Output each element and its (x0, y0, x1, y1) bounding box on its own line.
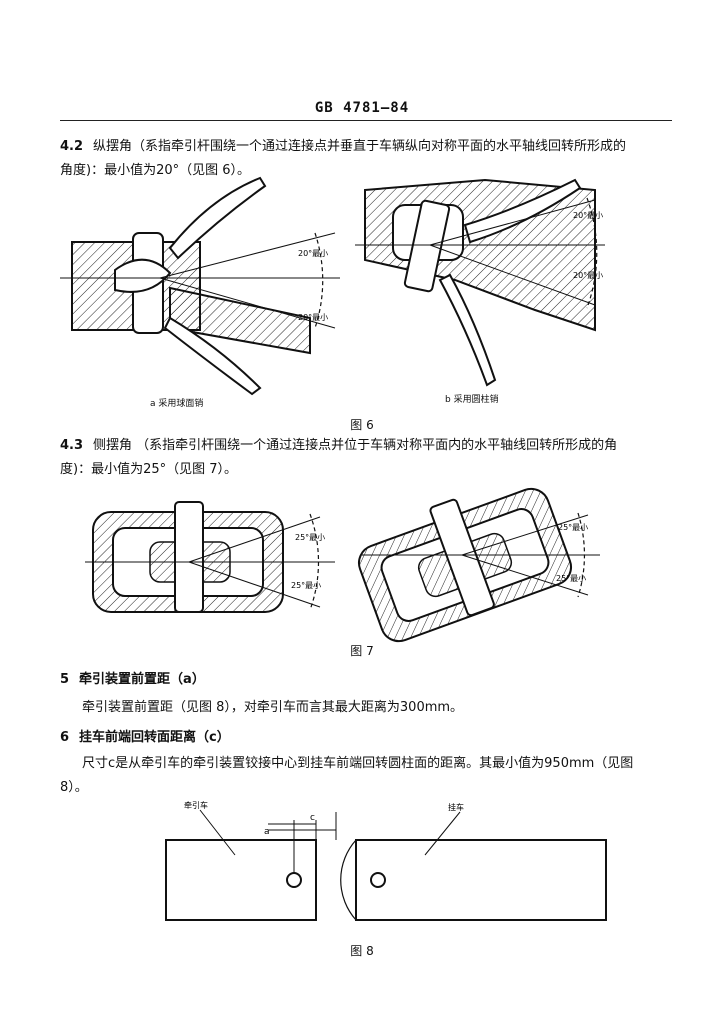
figure-6-caption: 图 6 (350, 418, 374, 432)
section-6-line1: 尺寸c是从牵引车的牵引装置铰接中心到挂车前端回转圆柱面的距离。其最小值为950m… (82, 756, 634, 771)
angle-label: 25°最小 (291, 581, 321, 590)
figure-7b-drawing: 25°最小 25°最小 (358, 487, 600, 643)
figure-8-caption: 图 8 (350, 944, 374, 958)
dimension-a-label: a (264, 827, 270, 837)
standard-header: GB 4781—84 (314, 100, 410, 116)
angle-label: 25°最小 (558, 523, 588, 532)
section-number: 6 (60, 730, 70, 745)
angle-label: 25°最小 (556, 574, 586, 583)
section-text: 侧摆角 （系指牵引杆围绕一个通过连接点并位于车辆对称平面内的水平轴线回转所形成的… (93, 438, 618, 453)
section-6-body: 尺寸c是从牵引车的牵引装置铰接中心到挂车前端回转圆柱面的距离。其最小值为950m… (60, 752, 680, 800)
section-6-title: 6 挂车前端回转面距离（c） (60, 726, 680, 750)
section-5-title: 5 牵引装置前置距（a） (60, 668, 680, 692)
angle-label: 20°最小 (298, 249, 328, 258)
figure-8-drawing: c a 牵引车 挂车 (165, 800, 607, 921)
header-rule (60, 120, 672, 121)
figure-6a-label: a 采用球面销 (150, 399, 204, 409)
figure-6b-drawing: 20°最小 20°最小 (355, 178, 605, 387)
figure-6b-label: b 采用圆柱销 (445, 395, 499, 405)
figure-6a-drawing: 20°最小 20°最小 (60, 176, 340, 396)
section-number: 4.2 (60, 139, 84, 154)
section-text: 纵摆角（系指牵引杆围绕一个通过连接点并垂直于车辆纵向对称平面的水平轴线回转所形成… (93, 139, 627, 154)
section-title: 牵引装置前置距（a） (79, 672, 205, 687)
section-5: 5 牵引装置前置距（a） (60, 668, 680, 692)
figure-7-caption: 图 7 (350, 644, 374, 658)
section-number: 4.3 (60, 438, 84, 453)
section-4-3-line2: 度)：最小值为25°（见图 7）。 (60, 462, 238, 477)
section-6-line2: 8）。 (60, 780, 88, 795)
section-6: 6 挂车前端回转面距离（c） (60, 726, 680, 750)
figure-7a-drawing: 25°最小 25°最小 (85, 501, 335, 613)
towing-vehicle-label: 牵引车 (184, 800, 208, 810)
section-4-2-line2: 角度)：最小值为20°（见图 6）。 (60, 163, 251, 178)
section-number: 5 (60, 672, 70, 687)
section-4-2-line1: 4.2 纵摆角（系指牵引杆围绕一个通过连接点并垂直于车辆纵向对称平面的水平轴线回转… (60, 135, 680, 159)
angle-label: 20°最小 (573, 271, 603, 280)
trailer-label: 挂车 (448, 802, 464, 812)
dimension-c-label: c (310, 813, 315, 823)
angle-label: 20°最小 (298, 313, 328, 322)
angle-label: 25°最小 (295, 533, 325, 542)
angle-label: 20°最小 (573, 211, 603, 220)
section-4-3-line1: 4.3 侧摆角 （系指牵引杆围绕一个通过连接点并位于车辆对称平面内的水平轴线回转所… (60, 434, 680, 458)
section-4-3: 4.3 侧摆角 （系指牵引杆围绕一个通过连接点并位于车辆对称平面内的水平轴线回转所… (60, 434, 680, 482)
section-5-body: 牵引装置前置距（见图 8），对牵引车而言其最大距离为300mm。 (82, 700, 464, 715)
section-4-2: 4.2 纵摆角（系指牵引杆围绕一个通过连接点并垂直于车辆纵向对称平面的水平轴线回转… (60, 135, 680, 183)
section-title: 挂车前端回转面距离（c） (79, 730, 230, 745)
